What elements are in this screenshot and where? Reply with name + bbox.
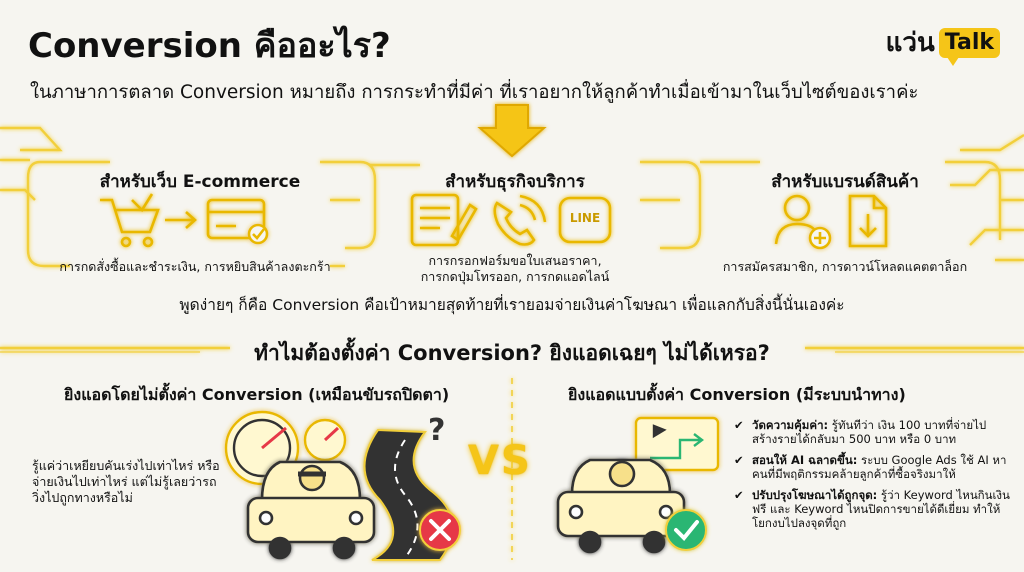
check-icon: ✔ bbox=[734, 488, 744, 502]
benefit-item: ✔ สอนให้ AI ฉลาดขึ้น: ระบบ Google Ads ใช… bbox=[734, 453, 1014, 481]
benefit-text: รู้ทันทีว่า เงิน 100 บาทที่จ่ายไป สร้างร… bbox=[752, 418, 987, 446]
page-subtitle: ในภาษาการตลาด Conversion หมายถึง การกระท… bbox=[30, 82, 919, 103]
summary-text: พูดง่ายๆ ก็คือ Conversion คือเป้าหมายสุด… bbox=[179, 296, 845, 314]
navigation-driver-illustration bbox=[556, 416, 720, 554]
circuit-line bbox=[0, 126, 63, 152]
benefit-item: ✔ วัดความคุ้มค่า: รู้ทันทีว่า เงิน 100 บ… bbox=[734, 418, 1014, 446]
panel-brand-caption: การสมัครสมาชิก, การดาวน์โหลดแคตตาล็อก bbox=[722, 259, 968, 274]
benefit-text: รู้ว่า Keyword ไหนกินเงินฟรี และ Keyword… bbox=[752, 488, 1010, 530]
panel-ecommerce-caption: การกดสั่งซื้อและชำระเงิน, การหยิบสินค้าล… bbox=[59, 259, 331, 274]
logo-bubble-text: Talk bbox=[938, 28, 1000, 66]
right-section-heading: ยิงแอดแบบตั้งค่า Conversion (มีระบบนำทาง… bbox=[568, 385, 906, 404]
benefit-title: สอนให้ AI ฉลาดขึ้น: bbox=[752, 453, 858, 467]
check-icon: ✔ bbox=[734, 453, 744, 467]
vs-label: VS bbox=[468, 438, 532, 484]
down-arrow-icon bbox=[477, 104, 547, 158]
benefit-item: ✔ ปรับปรุงโฆษณาได้ถูกจุด: รู้ว่า Keyword… bbox=[734, 488, 1014, 530]
brand-logo: แว่น Talk bbox=[885, 28, 1000, 66]
svg-text:?: ? bbox=[428, 413, 445, 448]
panel-service-caption: การกรอกฟอร์มขอใบเสนอราคา, การกดปุ่มโทรออ… bbox=[380, 253, 650, 285]
left-section-heading: ยิงแอดโดยไม่ตั้งค่า Conversion (เหมือนขั… bbox=[64, 385, 450, 404]
panel-brand-title: สำหรับแบรนด์สินค้า bbox=[771, 172, 919, 192]
benefit-title: วัดความคุ้มค่า: bbox=[752, 418, 829, 432]
panel-service-caption-line1: การกรอกฟอร์มขอใบเสนอราคา, bbox=[428, 253, 602, 268]
signup-download-icons bbox=[774, 194, 888, 250]
page-title: Conversion คืออะไร? bbox=[28, 26, 391, 66]
left-section-desc: รู้แค่ว่าเหยียบคันเร่งไปเท่าไหร่ หรือจ่า… bbox=[32, 458, 220, 505]
cart-to-card-icons bbox=[100, 193, 269, 248]
form-phone-line-icons bbox=[410, 193, 612, 247]
line-app-icon: LINE bbox=[569, 211, 601, 225]
blindfold-driver-illustration: ? bbox=[224, 410, 461, 561]
benefit-list: ✔ วัดความคุ้มค่า: รู้ทันทีว่า เงิน 100 บ… bbox=[734, 418, 1014, 537]
error-x-icon bbox=[419, 509, 461, 551]
panel-ecommerce-title: สำหรับเว็บ E-commerce bbox=[99, 172, 301, 192]
logo-main-text: แว่น bbox=[885, 28, 935, 58]
panel-service-caption-line2: การกดปุ่มโทรออก, การกดแอดไลน์ bbox=[420, 269, 610, 284]
benefit-title: ปรับปรุงโฆษณาได้ถูกจุด: bbox=[752, 488, 878, 502]
success-check-icon bbox=[665, 509, 707, 551]
check-icon: ✔ bbox=[734, 418, 744, 432]
benefit-text: ระบบ Google Ads ใช้ AI หาคนที่มีพฤติกรรม… bbox=[752, 453, 1007, 481]
section-question: ทำไมต้องตั้งค่า Conversion? ยิงแอดเฉยๆ ไ… bbox=[254, 341, 770, 365]
panel-service-title: สำหรับธุรกิจบริการ bbox=[445, 172, 585, 192]
